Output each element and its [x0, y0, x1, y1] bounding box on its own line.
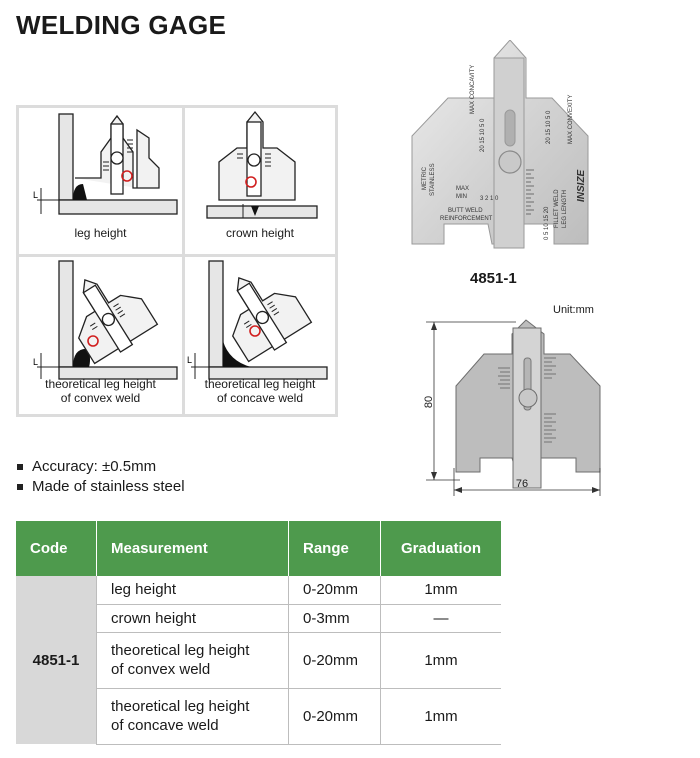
table-row: crown height 0-3mm —	[16, 604, 501, 633]
product-photo: MAX CONCAVITY MAX CONVEXITY METRIC STAIN…	[411, 40, 589, 249]
bullet-icon	[17, 464, 23, 470]
feature-item: Made of stainless steel	[16, 477, 185, 497]
gauge-text-metric: METRIC	[422, 166, 428, 190]
crown-height-illustration	[206, 110, 318, 219]
code-cell: 4851-1	[16, 576, 97, 744]
gauge-scale-c: 0 5 10 15 20	[544, 206, 550, 240]
unit-label: Unit:mm	[553, 304, 594, 316]
gauge-scale-a: 20 15 10 5 0	[480, 118, 486, 152]
width-dimension: 76	[516, 478, 528, 490]
usage-crown-height: crown height	[185, 108, 335, 254]
dim-l-label: L	[33, 190, 38, 200]
technical-drawing: 80 76	[423, 319, 601, 496]
brand-logo: INSIZE	[576, 169, 587, 202]
gauge-text-fillet-weld: FILLET WELD	[554, 189, 560, 228]
dim-l-label: L	[33, 357, 38, 367]
feature-item: Accuracy: ±0.5mm	[16, 457, 185, 477]
bullet-icon	[17, 484, 23, 490]
gauge-text-min: MIN	[456, 194, 467, 200]
product-code-label: 4851-1	[470, 270, 517, 287]
gauge-text-max-concavity: MAX CONCAVITY	[470, 65, 476, 114]
usage-caption: leg height	[74, 226, 127, 240]
header-graduation: Graduation	[380, 521, 501, 576]
table-row: theoretical leg height of convex weld 0-…	[16, 632, 501, 689]
table-row: theoretical leg height of concave weld 0…	[16, 688, 501, 745]
usage-concave: L theoretical leg height of concave weld	[185, 257, 335, 414]
gauge-text-butt-weld: BUTT WELD	[448, 208, 483, 214]
gauge-scale-b: 20 15 10 5 0	[546, 110, 552, 144]
usage-caption: crown height	[225, 226, 295, 240]
gauge-text-max-convexity: MAX CONVEXITY	[568, 95, 574, 144]
feature-list: Accuracy: ±0.5mm Made of stainless steel	[16, 457, 185, 497]
table-row: 4851-1 leg height 0-20mm 1mm	[16, 576, 501, 744]
header-code: Code	[16, 521, 97, 576]
concave-weld-illustration: L	[187, 260, 328, 380]
usage-caption: theoretical leg height of concave weld	[204, 377, 316, 405]
header-range: Range	[288, 521, 381, 576]
page-title: WELDING GAGE	[16, 10, 227, 40]
gauge-text-max: MAX	[456, 186, 469, 192]
spec-table: Code Measurement Range Graduation 4851-1…	[16, 521, 501, 745]
usage-illustrations: L leg height crown height	[16, 105, 338, 417]
gauge-text-leg-length: LEG LENGTH	[562, 190, 568, 228]
table-header-row: Code Measurement Range Graduation	[16, 521, 501, 576]
header-measurement: Measurement	[96, 521, 289, 576]
gauge-scale-mm: 3 2 1 0	[480, 196, 499, 202]
usage-leg-height: L leg height	[19, 108, 182, 254]
dim-l-label: L	[187, 355, 192, 365]
usage-convex: L theoretical leg height of convex weld	[19, 257, 182, 414]
height-dimension: 80	[423, 396, 435, 408]
leg-height-illustration: L	[33, 113, 178, 215]
gauge-text-reinforcement: REINFORCEMENT	[440, 216, 493, 222]
gauge-text-stainless: STAINLESS	[430, 163, 436, 196]
usage-caption: theoretical leg height of convex weld	[45, 377, 156, 405]
convex-weld-illustration: L	[33, 260, 178, 380]
